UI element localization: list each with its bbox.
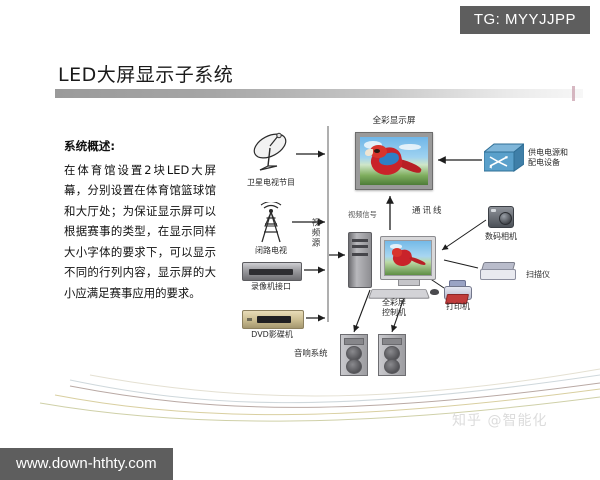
vcr-icon [242,262,302,281]
source-label-satellite: 卫星电视节目 [247,178,295,187]
system-overview-body: 在体育馆设置2块LED大屏幕，分别设置在体育馆篮球馆和大厅处；为保证显示屏可以根… [64,162,216,300]
page-title: LED大屏显示子系统 [58,64,234,86]
tag-badge: TG: MYYJJPP [459,6,590,34]
decorative-swoosh [39,368,600,422]
scanner-icon [480,262,516,280]
display-label: 全彩显示屏 [372,116,416,126]
printer-label: 打印机 [446,302,470,311]
speaker-icon [340,334,368,376]
footer-url: www.down-hthty.com [0,448,173,480]
satellite-dish-icon [248,132,294,172]
controller-label-line2: 控制机 [382,308,406,317]
power-label-line1: 供电电源和 [528,148,568,157]
source-label-dvd: DVD影碟机 [251,330,293,339]
computer-icon [380,236,436,280]
camera-label: 数码相机 [485,232,517,241]
power-label-line2: 配电设备 [528,158,560,167]
digital-camera-icon [488,206,514,228]
title-underline-bar [55,89,583,98]
power-switch-icon [484,142,524,172]
printer-icon [444,280,472,304]
source-label-vcr: 录像机接口 [251,282,291,291]
controller-label-line1: 全彩屏 [382,298,406,307]
video-source-bus-label: 视频源 [310,218,320,248]
dvd-player-icon [242,310,304,329]
comm-line-label: 通讯线 [412,206,444,216]
speaker-icon [378,334,406,376]
computer-tower-icon [348,232,372,288]
audio-system-label: 音响系统 [294,348,328,358]
title-accent-tick [572,86,575,101]
antenna-tower-icon [256,202,286,244]
mouse-icon [430,289,439,295]
controller-label: 全彩屏 控制机 [382,298,406,318]
system-overview-text: 系统概述: 在体育馆设置2块LED大屏幕，分别设置在体育馆篮球馆和大厅处；为保证… [64,136,216,303]
power-label: 供电电源和 配电设备 [528,148,568,168]
watermark: 知乎 @智能化 [452,413,548,429]
source-label-cctv: 闭路电视 [255,246,287,255]
system-overview-heading: 系统概述: [64,139,116,153]
diagram-connectors [292,126,487,333]
led-display-icon [355,132,433,190]
scanner-label: 扫描仪 [526,270,550,279]
monitor-stand [398,280,420,286]
video-signal-label: 视频信号 [348,210,377,219]
system-diagram: 卫星电视节目 闭路电视 录像机接口 DVD影碟机 视频源 全彩显示屏 [230,110,600,380]
